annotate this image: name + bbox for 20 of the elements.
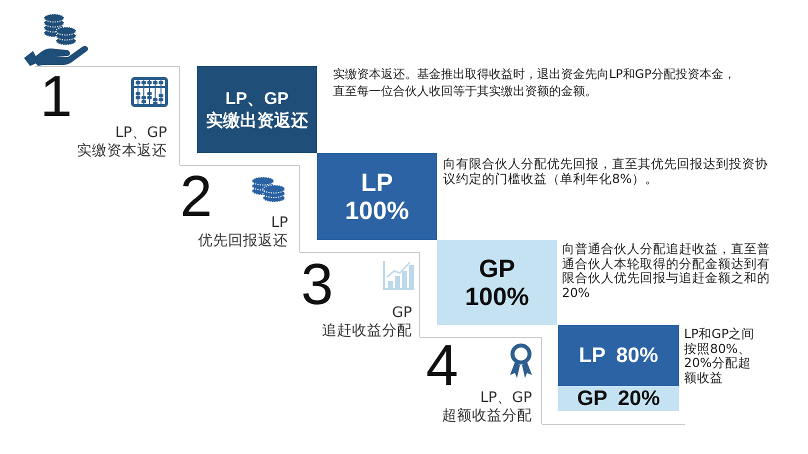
stair-step xyxy=(35,66,180,165)
stair-step xyxy=(180,165,300,252)
allocation-box xyxy=(317,153,437,240)
step-label: LP、GP 实缴资本返还 xyxy=(76,124,167,160)
stair-step xyxy=(300,252,420,337)
stair-step xyxy=(420,337,542,424)
description-text: 向普通合伙人分配追赶收益，直至普通合伙人本轮取得的分配金额达到有限合伙人优先回报与追赶金额之和的20% xyxy=(562,242,771,300)
allocation-box xyxy=(558,386,679,411)
allocation-box xyxy=(558,325,679,386)
description-text: LP和GP之间按照80%、20%分配超额收益 xyxy=(684,327,756,385)
allocation-text: LP 80% xyxy=(578,344,658,368)
step-number: 1 xyxy=(40,68,72,126)
allocation-text: LP 100% xyxy=(344,168,410,224)
allocation-text: GP 20% xyxy=(577,386,660,410)
allocation-text: GP 100% xyxy=(464,254,530,310)
description-text: 实缴资本返还。基金推出取得收益时，退出资金先向LP和GP分配投资本金，直至每一位合伙人收回等于其实缴出资额的金额。 xyxy=(333,66,736,100)
allocation-box xyxy=(437,240,557,325)
allocation-text: LP、GP 实缴出资返还 xyxy=(205,88,309,132)
allocation-box xyxy=(197,66,317,153)
description-text: 向有限合伙人分配优先回报，直至其优先回报达到投资协议约定的门槛收益（单利年化8%）。 xyxy=(443,156,769,186)
